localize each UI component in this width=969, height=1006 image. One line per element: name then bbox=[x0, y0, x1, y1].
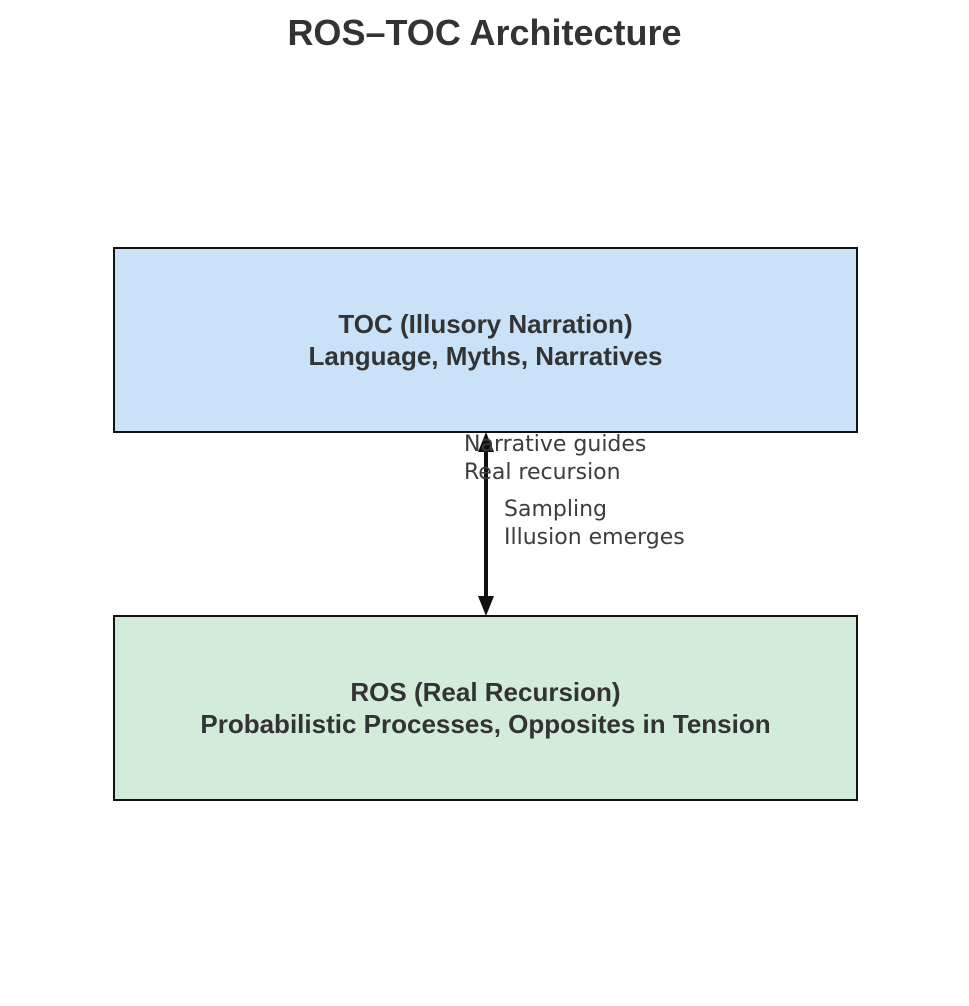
toc-box-line1: TOC (Illusory Narration) bbox=[338, 309, 633, 339]
ros-box-line1: ROS (Real Recursion) bbox=[350, 677, 621, 707]
ros-box: ROS (Real Recursion) Probabilistic Proce… bbox=[113, 615, 858, 801]
diagram-title: ROS–TOC Architecture bbox=[287, 12, 682, 53]
toc-box-text: TOC (Illusory Narration) Language, Myths… bbox=[309, 308, 663, 372]
bidirectional-arrow-icon bbox=[478, 432, 494, 616]
ros-box-line2: Probabilistic Processes, Opposites in Te… bbox=[200, 709, 771, 739]
arrow-label-bottom-line2: Illusion emerges bbox=[504, 525, 685, 550]
arrow-label-bottom-line1: Sampling bbox=[504, 497, 607, 522]
arrow-label-top: Narrative guides Real recursion bbox=[464, 431, 646, 487]
arrow-label-bottom: Sampling Illusion emerges bbox=[504, 496, 685, 552]
arrow-label-top-line1: Narrative guides bbox=[464, 432, 647, 457]
toc-box: TOC (Illusory Narration) Language, Myths… bbox=[113, 247, 858, 433]
ros-box-text: ROS (Real Recursion) Probabilistic Proce… bbox=[200, 676, 770, 740]
arrow-label-top-line2: Real recursion bbox=[464, 460, 621, 485]
toc-box-line2: Language, Myths, Narratives bbox=[308, 341, 663, 371]
